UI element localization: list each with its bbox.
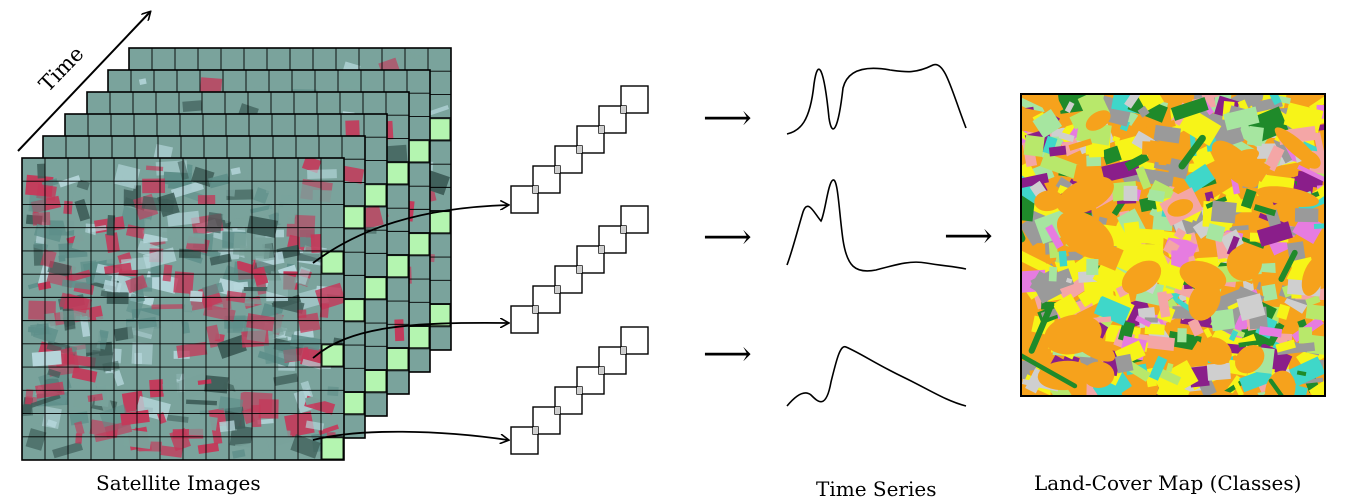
highlighted-pixel bbox=[386, 162, 409, 185]
time-series-curve-2 bbox=[786, 179, 967, 272]
arrow-to-series-1: ⟶ bbox=[703, 98, 752, 138]
highlighted-pixel bbox=[407, 326, 430, 349]
pixel-sequence bbox=[510, 326, 649, 455]
land-cover-map bbox=[1020, 93, 1326, 397]
sequence-pixel bbox=[620, 85, 649, 114]
arrow-to-series-3: ⟶ bbox=[703, 334, 752, 374]
highlighted-pixel bbox=[342, 206, 365, 229]
sequence-pixel bbox=[598, 105, 627, 134]
highlighted-pixel bbox=[386, 348, 409, 371]
sequence-to-series-arrows: ⟶ ⟶ ⟶ bbox=[703, 98, 752, 374]
highlighted-pixel bbox=[407, 233, 430, 256]
time-series-curve-3 bbox=[786, 346, 967, 407]
highlighted-pixel bbox=[428, 211, 451, 234]
highlighted-pixel bbox=[321, 437, 344, 460]
sequence-pixel bbox=[510, 305, 539, 334]
sequence-pixel bbox=[598, 346, 627, 375]
connector-arrow-3 bbox=[312, 430, 508, 440]
highlighted-pixel bbox=[364, 184, 387, 207]
time-series-curve-1 bbox=[786, 63, 967, 135]
highlighted-pixel bbox=[428, 118, 451, 141]
sequence-pixel bbox=[554, 386, 583, 415]
highlighted-pixel bbox=[342, 299, 365, 322]
sequence-pixel bbox=[620, 326, 649, 355]
satellite-image-layer bbox=[21, 157, 345, 461]
arrow-to-map: ⟶ bbox=[944, 216, 993, 256]
pixel-sequences bbox=[510, 85, 649, 455]
sequence-pixel bbox=[576, 125, 605, 154]
sequence-pixel bbox=[532, 406, 561, 435]
arrow-to-series-2: ⟶ bbox=[703, 217, 752, 257]
satellite-image-stack bbox=[21, 47, 452, 461]
sequence-pixel bbox=[532, 165, 561, 194]
sequence-pixel bbox=[576, 245, 605, 274]
sequence-pixel bbox=[598, 225, 627, 254]
highlighted-pixel bbox=[364, 277, 387, 300]
highlighted-pixel bbox=[407, 140, 430, 163]
highlighted-pixel bbox=[428, 304, 451, 327]
pixel-sequence bbox=[510, 85, 649, 214]
highlighted-pixel bbox=[364, 370, 387, 393]
satellite-images-caption: Satellite Images bbox=[96, 471, 261, 495]
highlighted-pixel bbox=[342, 392, 365, 415]
time-label: Time bbox=[34, 42, 88, 97]
sequence-pixel bbox=[532, 285, 561, 314]
sequence-pixel bbox=[576, 366, 605, 395]
sequence-pixel bbox=[510, 426, 539, 455]
land-cover-map-caption: Land-Cover Map (Classes) bbox=[1034, 471, 1301, 495]
connector-arrow-2 bbox=[312, 323, 508, 359]
highlighted-pixel bbox=[386, 255, 409, 278]
connector-arrow-1 bbox=[312, 205, 508, 264]
pixel-to-sequence-connectors bbox=[312, 205, 508, 440]
sequence-pixel bbox=[620, 205, 649, 234]
pixel-sequence bbox=[510, 205, 649, 334]
sequence-pixel bbox=[554, 145, 583, 174]
sequence-pixel bbox=[554, 265, 583, 294]
time-series-curves bbox=[786, 63, 967, 407]
time-series-caption: Time Series bbox=[816, 477, 937, 501]
sequence-pixel bbox=[510, 185, 539, 214]
highlighted-pixel bbox=[321, 251, 344, 274]
